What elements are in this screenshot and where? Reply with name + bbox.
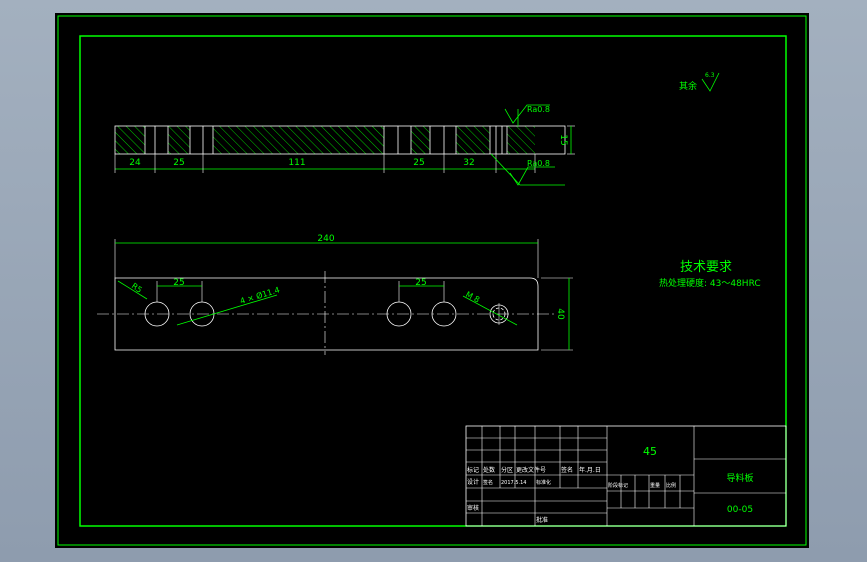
title-block: 标记 处数 分区 更改文件号 签名 年.月.日 设计 签名 2017.5.14 … xyxy=(465,425,787,527)
dim-length: 240 xyxy=(317,234,334,244)
roughness-top-label: Ra0.8 xyxy=(527,105,550,114)
tb-design-sign: 签名 xyxy=(483,479,493,486)
hatch-1 xyxy=(115,126,145,154)
dim-pitch-left: 25 xyxy=(173,278,184,288)
roughness-bottom: Ra0.8 xyxy=(490,153,565,186)
tb-stage: 阶段标记 xyxy=(608,482,628,489)
dim-pitch-right: 25 xyxy=(415,278,426,288)
tb-h-doc: 更改文件号 xyxy=(516,466,546,474)
dim-holes: 4 × Ø11.4 xyxy=(239,284,281,306)
hatch-6 xyxy=(507,126,535,154)
hatch-5 xyxy=(456,126,490,154)
hatch-4 xyxy=(411,126,430,154)
tb-part-code: 00-05 xyxy=(727,505,753,515)
tech-line1: 热处理硬度: 43～48HRC xyxy=(659,277,761,289)
inner-border xyxy=(79,35,787,527)
dim-corner-radius: R5 xyxy=(130,281,144,294)
section-view: 15 24 25 111 25 32 xyxy=(114,125,575,173)
roughness-other-value: 6.3 xyxy=(705,72,715,79)
tb-h-zone: 分区 xyxy=(501,466,513,474)
dim-top-2: 25 xyxy=(173,158,184,168)
dim-top-3: 111 xyxy=(288,158,305,168)
tb-part-name: 导料板 xyxy=(726,472,753,484)
tech-heading: 技术要求 xyxy=(680,260,732,275)
cad-drawing: 15 24 25 111 25 32 Ra0.8 Ra0.8 其余 6.3 xyxy=(57,15,807,546)
tb-approve: 批准 xyxy=(536,516,548,524)
roughness-top: Ra0.8 xyxy=(504,104,550,126)
tb-h-count: 处数 xyxy=(483,466,495,474)
tb-material: 45 xyxy=(643,445,657,458)
tb-scale: 比例 xyxy=(666,482,676,489)
tb-standard: 标准化 xyxy=(536,479,551,486)
dim-top-5: 32 xyxy=(463,158,474,168)
tb-h-sign: 签名 xyxy=(561,466,573,474)
tb-design-date: 2017.5.14 xyxy=(501,480,526,486)
dim-thickness: 15 xyxy=(558,134,568,145)
hatch-3 xyxy=(213,126,384,154)
hatch-2 xyxy=(168,126,190,154)
drawing-sheet: 15 24 25 111 25 32 Ra0.8 Ra0.8 其余 6.3 xyxy=(55,13,809,548)
section-outline xyxy=(114,125,566,155)
roughness-other: 其余 6.3 xyxy=(679,72,720,92)
plate-outline xyxy=(114,277,539,351)
roughness-bottom-label: Ra0.8 xyxy=(527,159,550,168)
tb-h-mark: 标记 xyxy=(467,466,479,474)
front-view: 240 40 25 25 R5 4 × Ø11.4 M 8 xyxy=(97,234,573,355)
tb-design: 设计 xyxy=(467,478,479,486)
dim-top-4: 25 xyxy=(413,158,424,168)
tb-audit: 审核 xyxy=(467,504,479,512)
dim-top-1: 24 xyxy=(129,158,141,168)
dim-width: 40 xyxy=(555,308,565,320)
roughness-other-label: 其余 xyxy=(679,80,697,92)
tb-weight: 重量 xyxy=(650,482,660,489)
dim-thread: M 8 xyxy=(464,290,481,305)
tb-h-date: 年.月.日 xyxy=(579,466,601,474)
outer-border xyxy=(57,15,807,546)
